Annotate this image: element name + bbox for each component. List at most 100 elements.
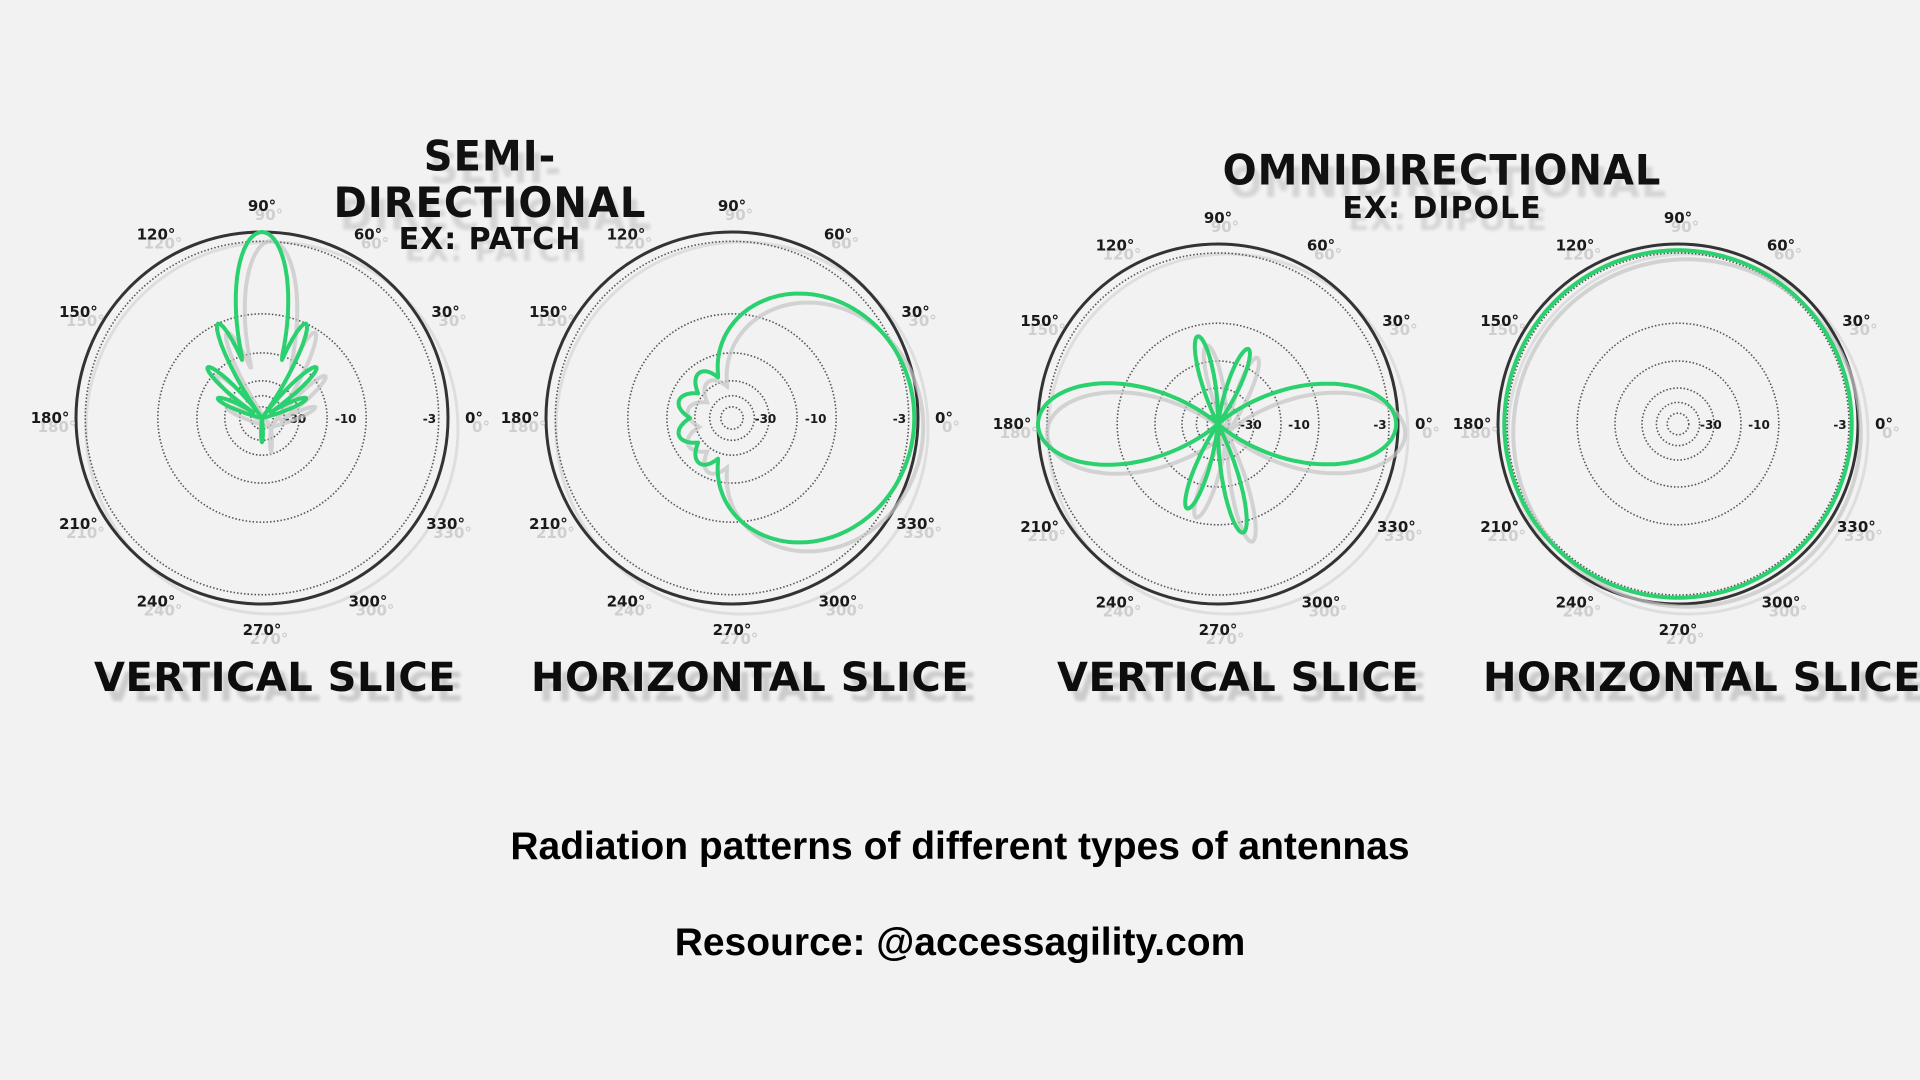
svg-text:150°: 150° xyxy=(1487,321,1526,339)
angle-tick-label: 180° xyxy=(31,409,70,427)
svg-text:150°: 150° xyxy=(536,312,575,330)
angle-tick-label: 90° xyxy=(248,197,276,215)
svg-text:240°: 240° xyxy=(1563,602,1602,620)
svg-text:0°: 0° xyxy=(1882,424,1900,442)
svg-text:120°: 120° xyxy=(1563,246,1602,264)
svg-text:-10: -10 xyxy=(335,412,357,426)
svg-text:-3: -3 xyxy=(893,412,906,426)
angle-tick-label: 0° xyxy=(1875,415,1893,433)
caption-source: Resource: @accessagility.com xyxy=(674,921,1246,964)
group-subtitle: EX: DIPOLE xyxy=(1342,191,1542,226)
svg-text:150°: 150° xyxy=(66,312,105,330)
svg-text:300°: 300° xyxy=(356,602,395,620)
angle-tick-label: 330° xyxy=(1837,518,1876,536)
svg-text:270°: 270° xyxy=(1666,630,1705,648)
svg-text:90°: 90° xyxy=(255,206,283,224)
svg-text:-30: -30 xyxy=(1700,418,1722,432)
angle-tick-label: 330° xyxy=(1377,518,1416,536)
angle-tick-label: 0° xyxy=(1415,415,1433,433)
svg-text:0°: 0° xyxy=(472,418,490,436)
group-title-semi-directional: SEMI-DIRECTIONAL EX: PATCH xyxy=(270,132,710,256)
svg-text:-10: -10 xyxy=(805,412,827,426)
caption-title: Radiation patterns of different types of… xyxy=(510,825,1410,868)
angle-tick-label: 240° xyxy=(1096,593,1135,611)
angle-tick-label: 90° xyxy=(1204,209,1232,227)
svg-text:180°: 180° xyxy=(1000,424,1039,442)
angle-tick-label: 330° xyxy=(896,515,935,533)
radiation-pattern-curve xyxy=(1036,334,1399,535)
angle-tick-label: 30° xyxy=(431,303,459,321)
angle-tick-label: 30° xyxy=(1382,312,1410,330)
svg-text:300°: 300° xyxy=(1769,602,1808,620)
angle-tick-label: 120° xyxy=(1096,237,1135,255)
angle-tick-label: 120° xyxy=(1556,237,1595,255)
svg-text:270°: 270° xyxy=(250,630,289,648)
angle-tick-label: 240° xyxy=(607,593,646,611)
angle-tick-label: 270° xyxy=(713,621,752,639)
angle-tick-label: 150° xyxy=(529,303,568,321)
svg-text:-3: -3 xyxy=(1373,418,1386,432)
svg-text:210°: 210° xyxy=(1487,527,1526,545)
angle-tick-label: 60° xyxy=(354,225,382,243)
svg-text:-30: -30 xyxy=(755,412,777,426)
group-title-main: SEMI-DIRECTIONAL xyxy=(333,132,647,228)
angle-tick-label: 30° xyxy=(901,303,929,321)
angle-tick-label: 120° xyxy=(607,225,646,243)
svg-text:90°: 90° xyxy=(1211,218,1239,236)
svg-text:120°: 120° xyxy=(614,234,653,252)
svg-text:90°: 90° xyxy=(1671,218,1699,236)
svg-text:330°: 330° xyxy=(903,524,942,542)
slice-label-dipole-vertical: VERTICAL SLICE xyxy=(1057,655,1420,701)
svg-text:180°: 180° xyxy=(1460,424,1499,442)
svg-text:270°: 270° xyxy=(720,630,759,648)
svg-text:0°: 0° xyxy=(942,418,960,436)
svg-text:300°: 300° xyxy=(1309,602,1348,620)
angle-tick-label: 60° xyxy=(1767,237,1795,255)
angle-tick-label: 60° xyxy=(824,225,852,243)
angle-tick-label: 210° xyxy=(59,515,98,533)
svg-text:330°: 330° xyxy=(433,524,472,542)
svg-text:330°: 330° xyxy=(1384,527,1423,545)
svg-text:210°: 210° xyxy=(66,524,105,542)
group-title-omnidirectional: OMNIDIRECTIONAL EX: DIPOLE xyxy=(1222,148,1662,226)
svg-text:30°: 30° xyxy=(438,312,466,330)
angle-tick-label: 300° xyxy=(349,593,388,611)
svg-text:150°: 150° xyxy=(1027,321,1066,339)
svg-text:30°: 30° xyxy=(1849,321,1877,339)
svg-text:0°: 0° xyxy=(1422,424,1440,442)
angle-tick-label: 300° xyxy=(1762,593,1801,611)
svg-text:300°: 300° xyxy=(826,602,865,620)
svg-text:210°: 210° xyxy=(536,524,575,542)
svg-text:-10: -10 xyxy=(1288,418,1310,432)
svg-text:210°: 210° xyxy=(1027,527,1066,545)
angle-tick-label: 210° xyxy=(529,515,568,533)
svg-text:-10: -10 xyxy=(1748,418,1770,432)
angle-tick-label: 210° xyxy=(1480,518,1519,536)
svg-text:30°: 30° xyxy=(908,312,936,330)
svg-text:60°: 60° xyxy=(1314,246,1342,264)
angle-tick-label: 240° xyxy=(1556,593,1595,611)
radiation-pattern-curve xyxy=(205,230,319,445)
angle-tick-label: 120° xyxy=(137,225,176,243)
angle-tick-label: 270° xyxy=(243,621,282,639)
angle-tick-label: 180° xyxy=(993,415,1032,433)
svg-text:240°: 240° xyxy=(144,602,183,620)
angle-tick-label: 0° xyxy=(465,409,483,427)
svg-text:180°: 180° xyxy=(508,418,547,436)
svg-text:330°: 330° xyxy=(1844,527,1883,545)
angle-tick-label: 270° xyxy=(1659,621,1698,639)
angle-tick-label: 150° xyxy=(59,303,98,321)
angle-tick-label: 180° xyxy=(501,409,540,427)
svg-text:60°: 60° xyxy=(361,234,389,252)
angle-tick-label: 300° xyxy=(819,593,858,611)
svg-text:240°: 240° xyxy=(614,602,653,620)
svg-text:120°: 120° xyxy=(1103,246,1142,264)
svg-text:240°: 240° xyxy=(1103,602,1142,620)
angle-tick-label: 30° xyxy=(1842,312,1870,330)
svg-text:90°: 90° xyxy=(725,206,753,224)
svg-text:-3: -3 xyxy=(423,412,436,426)
